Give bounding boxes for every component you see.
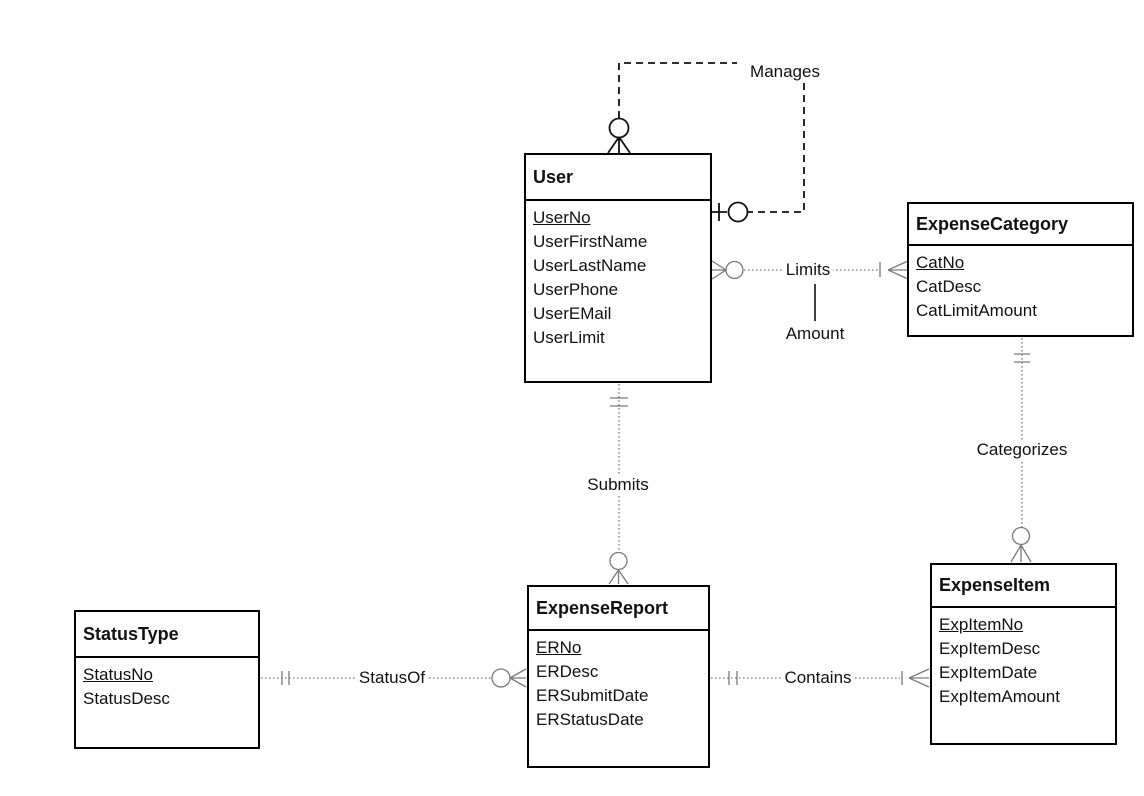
attribute-list: UserNo UserFirstName UserLastName UserPh… [526,201,710,355]
entity-expense-item[interactable]: ExpenseItem ExpItemNo ExpItemDesc ExpIte… [930,563,1117,745]
crow-foot-many-icon [509,668,527,688]
contains-connector [711,668,930,688]
zero-cardinality-circle-icon [609,551,628,571]
zero-cardinality-circle-icon [491,668,511,688]
entity-title: ExpenseCategory [909,204,1132,246]
categorizes-connector [1010,338,1032,563]
exactly-one-double-bar-icon [281,671,290,685]
limits-connector [711,260,909,321]
manages-dashed-path-top [618,62,737,118]
attribute-row: ExpItemDate [939,663,1038,682]
manages-dashed-path-right [748,83,805,213]
crow-foot-many-icon [608,569,629,585]
attribute-row: ERStatusDate [536,710,644,729]
manages-label: Manages [747,62,823,82]
exactly-one-double-bar-icon [610,397,628,407]
crow-foot-many-icon [887,260,909,280]
attribute-list: CatNo CatDesc CatLimitAmount [909,246,1132,328]
limits-label: Limits [782,260,834,280]
attribute-row: UserLimit [533,328,605,347]
attribute-row: ExpItemDesc [939,639,1041,658]
attribute-row: ExpItemAmount [939,687,1060,706]
entity-title: ExpenseReport [529,587,708,631]
crow-foot-many-icon [908,668,930,688]
crow-foot-many-icon [711,260,727,280]
one-cardinality-bar-icon [712,203,727,221]
entity-user[interactable]: User UserNo UserFirstName UserLastName U… [524,153,712,383]
attribute-row: UserPhone [533,280,619,299]
attribute-row: ERDesc [536,662,599,681]
attribute-list: ExpItemNo ExpItemDesc ExpItemDate ExpIte… [932,608,1115,714]
attribute-list: StatusNo StatusDesc [76,658,258,716]
attribute-row: ERNo [536,638,582,657]
attribute-row: UserLastName [533,256,647,275]
submits-connector [608,384,629,585]
statusof-connector [261,668,527,688]
attribute-row: UserEMail [533,304,612,323]
entity-expense-report[interactable]: ExpenseReport ERNo ERDesc ERSubmitDate E… [527,585,710,768]
attribute-row: StatusNo [83,665,153,684]
amount-attribute-label: Amount [782,324,848,344]
crow-foot-many-icon [1010,544,1032,563]
exactly-one-double-bar-icon [1014,353,1030,363]
categorizes-label: Categorizes [973,440,1071,460]
statusof-label: StatusOf [355,668,429,688]
attribute-row: CatNo [916,253,965,272]
crow-foot-many-icon [607,136,631,154]
submits-label: Submits [584,475,652,495]
entity-expense-category[interactable]: ExpenseCategory CatNo CatDesc CatLimitAm… [907,202,1134,337]
attribute-row: ExpItemNo [939,615,1024,634]
attribute-row: StatusDesc [83,689,170,708]
contains-label: Contains [781,668,855,688]
attribute-row: CatDesc [916,277,982,296]
entity-title: User [526,155,710,201]
attribute-row: ERSubmitDate [536,686,649,705]
zero-cardinality-circle-icon [727,201,749,223]
zero-cardinality-circle-icon [608,117,630,139]
attribute-row: UserNo [533,208,591,227]
entity-status-type[interactable]: StatusType StatusNo StatusDesc [74,610,260,749]
attribute-row: UserFirstName [533,232,648,251]
entity-title: ExpenseItem [932,565,1115,608]
attribute-list: ERNo ERDesc ERSubmitDate ERStatusDate [529,631,708,737]
zero-cardinality-circle-icon [725,260,744,280]
manages-connector [607,62,805,223]
exactly-one-double-bar-icon [728,671,738,685]
attribute-row: CatLimitAmount [916,301,1037,320]
zero-cardinality-circle-icon [1011,526,1031,546]
entity-title: StatusType [76,612,258,658]
